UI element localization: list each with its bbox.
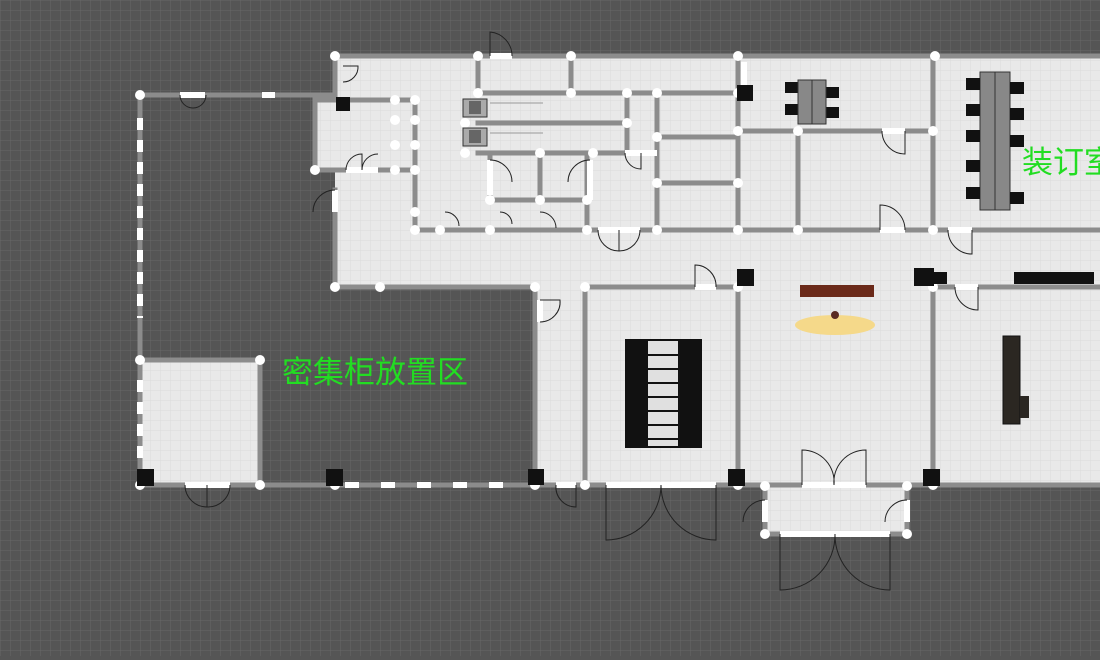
floor-entrance-vestibule: [765, 486, 907, 534]
sofa: [1002, 335, 1029, 425]
door-swings: [179, 31, 979, 591]
binding-table: [966, 71, 1024, 211]
reception-desk: [795, 285, 875, 335]
floor-corner-room: [315, 100, 415, 170]
dense-cabinet-area-label: 密集柜放置区: [282, 355, 468, 391]
dense-cabinet-storage: [625, 339, 702, 448]
binding-room-label: 装订室: [1022, 145, 1100, 181]
shelving-units: [462, 98, 543, 147]
furniture: [462, 71, 1094, 448]
columns: [137, 85, 947, 486]
windows: [137, 53, 978, 537]
wall-cabinet: [1014, 272, 1094, 284]
wall-joints: [135, 51, 940, 539]
meeting-table-small: [785, 79, 839, 125]
floor-small-room: [140, 360, 260, 485]
